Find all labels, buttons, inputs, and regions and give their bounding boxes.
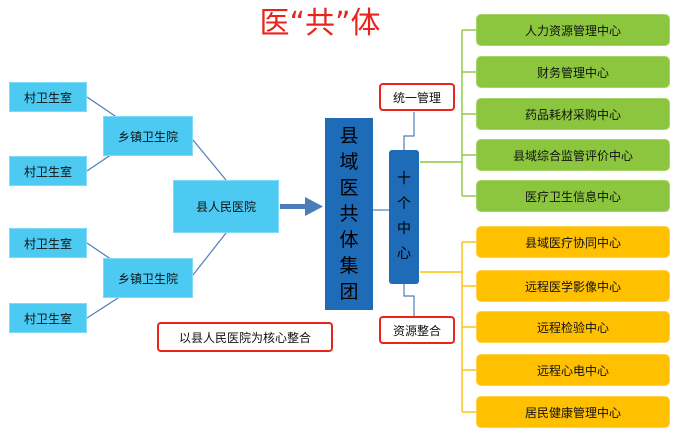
township-hospital-2: 乡镇卫生院 xyxy=(103,258,193,298)
resource-integration-label: 资源整合 xyxy=(379,316,455,344)
diagram-title: 医“共”体 xyxy=(259,6,381,41)
management-center-procurement: 药品耗材采购中心 xyxy=(476,98,670,130)
management-center-supervision: 县域综合监管评价中心 xyxy=(476,139,670,171)
resource-center-laboratory: 远程检验中心 xyxy=(476,311,670,343)
resource-center-ecg: 远程心电中心 xyxy=(476,354,670,386)
county-medical-group-label: 县域医共体集团 xyxy=(339,125,359,303)
county-medical-group: 县域医共体集团 xyxy=(325,118,373,310)
resource-center-imaging: 远程医学影像中心 xyxy=(476,270,670,302)
ten-centers: 十个中心 xyxy=(389,150,419,284)
county-hospital: 县人民医院 xyxy=(173,180,279,233)
core-integration-note: 以县人民医院为核心整合 xyxy=(157,322,333,352)
resource-center-collaboration: 县域医疗协同中心 xyxy=(476,226,670,258)
village-clinic-2: 村卫生室 xyxy=(9,156,87,186)
management-center-finance: 财务管理中心 xyxy=(476,56,670,88)
village-clinic-3: 村卫生室 xyxy=(9,228,87,258)
village-clinic-1: 村卫生室 xyxy=(9,82,87,112)
management-center-hr: 人力资源管理中心 xyxy=(476,14,670,46)
unified-management-label: 统一管理 xyxy=(379,83,455,111)
village-clinic-4: 村卫生室 xyxy=(9,303,87,333)
township-hospital-1: 乡镇卫生院 xyxy=(103,116,193,156)
ten-centers-label: 十个中心 xyxy=(397,171,411,262)
management-center-information: 医疗卫生信息中心 xyxy=(476,180,670,212)
resource-center-health-management: 居民健康管理中心 xyxy=(476,396,670,428)
